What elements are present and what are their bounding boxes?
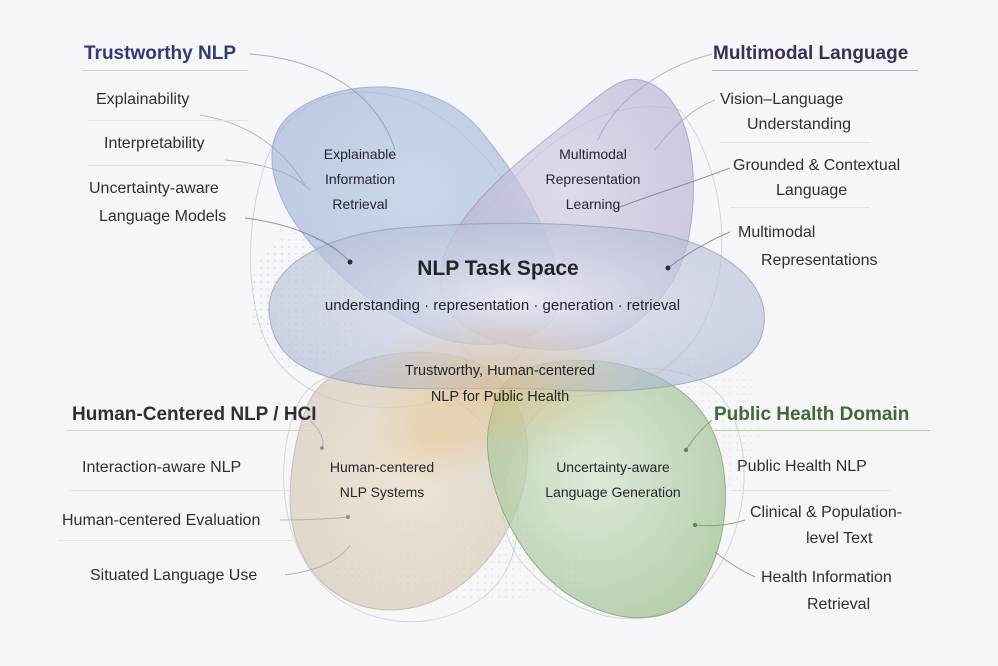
- region-top-left-line: Information: [324, 170, 396, 187]
- public-health-domain-title: Public Health Domain: [714, 404, 910, 425]
- divider: [88, 165, 248, 166]
- anchor-dot-human: [346, 515, 350, 519]
- divider: [730, 207, 870, 208]
- region-bottom-left: Human-centered NLP Systems: [312, 455, 452, 505]
- connectors: [199, 53, 756, 578]
- anchor-dot-hci: [320, 446, 324, 450]
- anchor-dot-green-1: [683, 447, 689, 453]
- health-underline: [712, 430, 930, 431]
- region-bottom-left-line: NLP Systems: [339, 483, 425, 500]
- region-top-right: Multimodal Representation Learning: [528, 142, 658, 217]
- human-centered-hci-title: Human-Centered NLP / HCI: [72, 404, 317, 425]
- multimodal-underline: [712, 70, 918, 71]
- anchor-dot-green-2: [692, 522, 698, 528]
- language-models-label: Language Models: [99, 208, 227, 225]
- region-top-right-line: Learning: [565, 195, 621, 212]
- region-top-left-line: Explainable: [323, 146, 397, 162]
- human-underline: [66, 430, 312, 431]
- interaction-aware-label: Interaction-aware NLP: [82, 459, 242, 476]
- grounded-contextual-label: Grounded & Contextual: [733, 157, 901, 174]
- region-bottom-right-line: Language Generation: [545, 483, 681, 500]
- divider: [58, 540, 293, 541]
- vision-language-label: Vision–Language: [720, 91, 844, 108]
- explainability-label: Explainability: [96, 91, 190, 108]
- level-text-label: level Text: [806, 530, 873, 547]
- region-top-left-line: Retrieval: [332, 195, 388, 212]
- situated-language-use-label: Situated Language Use: [90, 567, 258, 584]
- region-top-right-line: Representation: [545, 170, 641, 187]
- retrieval-label: Retrieval: [807, 596, 871, 613]
- region-top-right-line: Multimodal: [559, 146, 627, 162]
- divider: [70, 490, 290, 491]
- representations-label: Representations: [761, 252, 878, 269]
- center-subtitle: understanding · representation · generat…: [324, 297, 681, 314]
- trustworthy-nlp-title: Trustworthy NLP: [84, 43, 237, 64]
- uncertainty-aware-label: Uncertainty-aware: [89, 180, 219, 197]
- divider: [88, 120, 248, 121]
- anchor-dot-left: [347, 259, 353, 265]
- clinical-population-label: Clinical & Population-: [750, 504, 903, 521]
- health-information-label: Health Information: [761, 569, 892, 586]
- divider: [730, 490, 890, 491]
- multimodal-language-title: Multimodal Language: [713, 43, 909, 64]
- overlap-title-line1: Trustworthy, Human-centered: [404, 363, 596, 379]
- region-top-left: Explainable Information Retrieval: [300, 142, 420, 217]
- overlap-glow-small: [360, 395, 500, 485]
- anchor-dot-right: [665, 265, 671, 271]
- overlap-title-line2: NLP for Public Health: [430, 389, 570, 405]
- multimodal-label: Multimodal: [738, 224, 816, 241]
- interpretability-label: Interpretability: [104, 135, 205, 152]
- human-centered-evaluation-label: Human-centered Evaluation: [62, 512, 261, 529]
- region-bottom-right: Uncertainty-aware Language Generation: [528, 455, 698, 505]
- center-title: NLP Task Space: [417, 257, 579, 280]
- public-health-nlp-label: Public Health NLP: [737, 458, 867, 475]
- understanding-label: Understanding: [747, 116, 852, 133]
- region-bottom-left-line: Human-centered: [329, 459, 435, 475]
- divider: [720, 142, 870, 143]
- trustworthy-underline: [82, 70, 248, 71]
- language-label: Language: [776, 182, 848, 199]
- region-bottom-right-line: Uncertainty-aware: [556, 459, 670, 475]
